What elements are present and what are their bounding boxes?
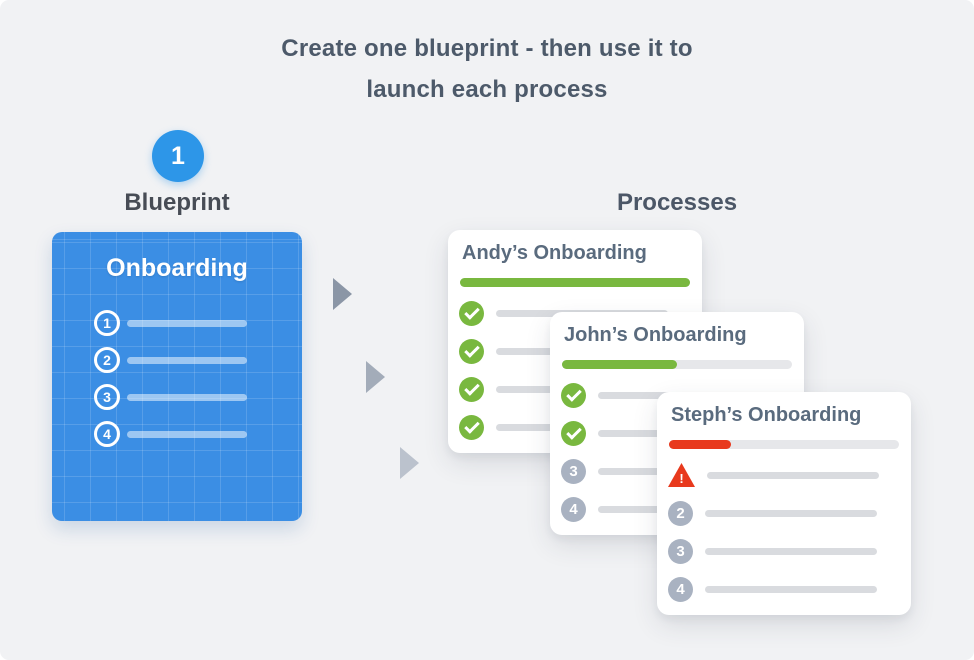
placeholder-line bbox=[705, 585, 877, 593]
check-icon bbox=[459, 376, 484, 402]
progress-fill bbox=[562, 360, 677, 369]
processes-label: Processes bbox=[616, 189, 738, 216]
step-1-badge: 1 bbox=[152, 130, 204, 182]
flow-arrow-icon bbox=[333, 278, 352, 310]
list-item: 3 bbox=[94, 384, 282, 410]
list-item bbox=[668, 462, 897, 488]
task-list: 2 3 4 bbox=[668, 462, 897, 614]
placeholder-line bbox=[127, 356, 247, 364]
check-icon bbox=[561, 382, 586, 408]
placeholder-line bbox=[705, 547, 877, 555]
page-title-line-1: Create one blueprint - then use it to bbox=[281, 35, 693, 62]
progress-bar bbox=[669, 440, 899, 449]
step-number-badge: 2 bbox=[94, 347, 120, 373]
progress-bar bbox=[460, 278, 690, 287]
list-item: 4 bbox=[668, 576, 897, 602]
process-card-title: Steph’s Onboarding bbox=[671, 404, 862, 426]
step-number-badge: 4 bbox=[668, 576, 693, 602]
step-number-badge: 2 bbox=[668, 500, 693, 526]
placeholder-line bbox=[127, 319, 247, 327]
progress-fill bbox=[669, 440, 732, 449]
placeholder-line bbox=[127, 393, 247, 401]
progress-bar bbox=[562, 360, 792, 369]
check-icon bbox=[459, 414, 484, 440]
blueprint-label: Blueprint bbox=[124, 189, 230, 216]
check-icon bbox=[459, 338, 484, 364]
step-number-badge: 3 bbox=[94, 384, 120, 410]
step-number-badge: 4 bbox=[561, 496, 586, 522]
process-card-title: Andy’s Onboarding bbox=[462, 242, 647, 264]
step-number-badge: 3 bbox=[668, 538, 693, 564]
list-item: 1 bbox=[94, 310, 282, 336]
list-item: 4 bbox=[94, 421, 282, 447]
check-icon bbox=[459, 300, 484, 326]
list-item: 3 bbox=[668, 538, 897, 564]
check-icon bbox=[561, 420, 586, 446]
process-card-title: John’s Onboarding bbox=[564, 324, 747, 346]
placeholder-line bbox=[705, 509, 877, 517]
blueprint-task-list: 1 2 3 4 bbox=[94, 310, 282, 458]
list-item: 2 bbox=[668, 500, 897, 526]
flow-arrow-icon bbox=[366, 361, 385, 393]
step-number-badge: 1 bbox=[94, 310, 120, 336]
step-number-badge: 3 bbox=[561, 458, 586, 484]
progress-fill bbox=[460, 278, 690, 287]
blueprint-card-title: Onboarding bbox=[106, 254, 248, 282]
process-card-steph: Steph’s Onboarding 2 3 4 bbox=[657, 392, 911, 615]
page-title-line-2: launch each process bbox=[366, 76, 608, 103]
placeholder-line bbox=[127, 430, 247, 438]
page-title: Create one blueprint - then use it to la… bbox=[0, 28, 974, 110]
flow-arrow-icon bbox=[400, 447, 419, 479]
warning-icon bbox=[668, 463, 695, 487]
placeholder-line bbox=[707, 471, 879, 479]
list-item: 2 bbox=[94, 347, 282, 373]
step-number-badge: 4 bbox=[94, 421, 120, 447]
blueprint-card: Onboarding 1 2 3 4 bbox=[52, 232, 302, 521]
